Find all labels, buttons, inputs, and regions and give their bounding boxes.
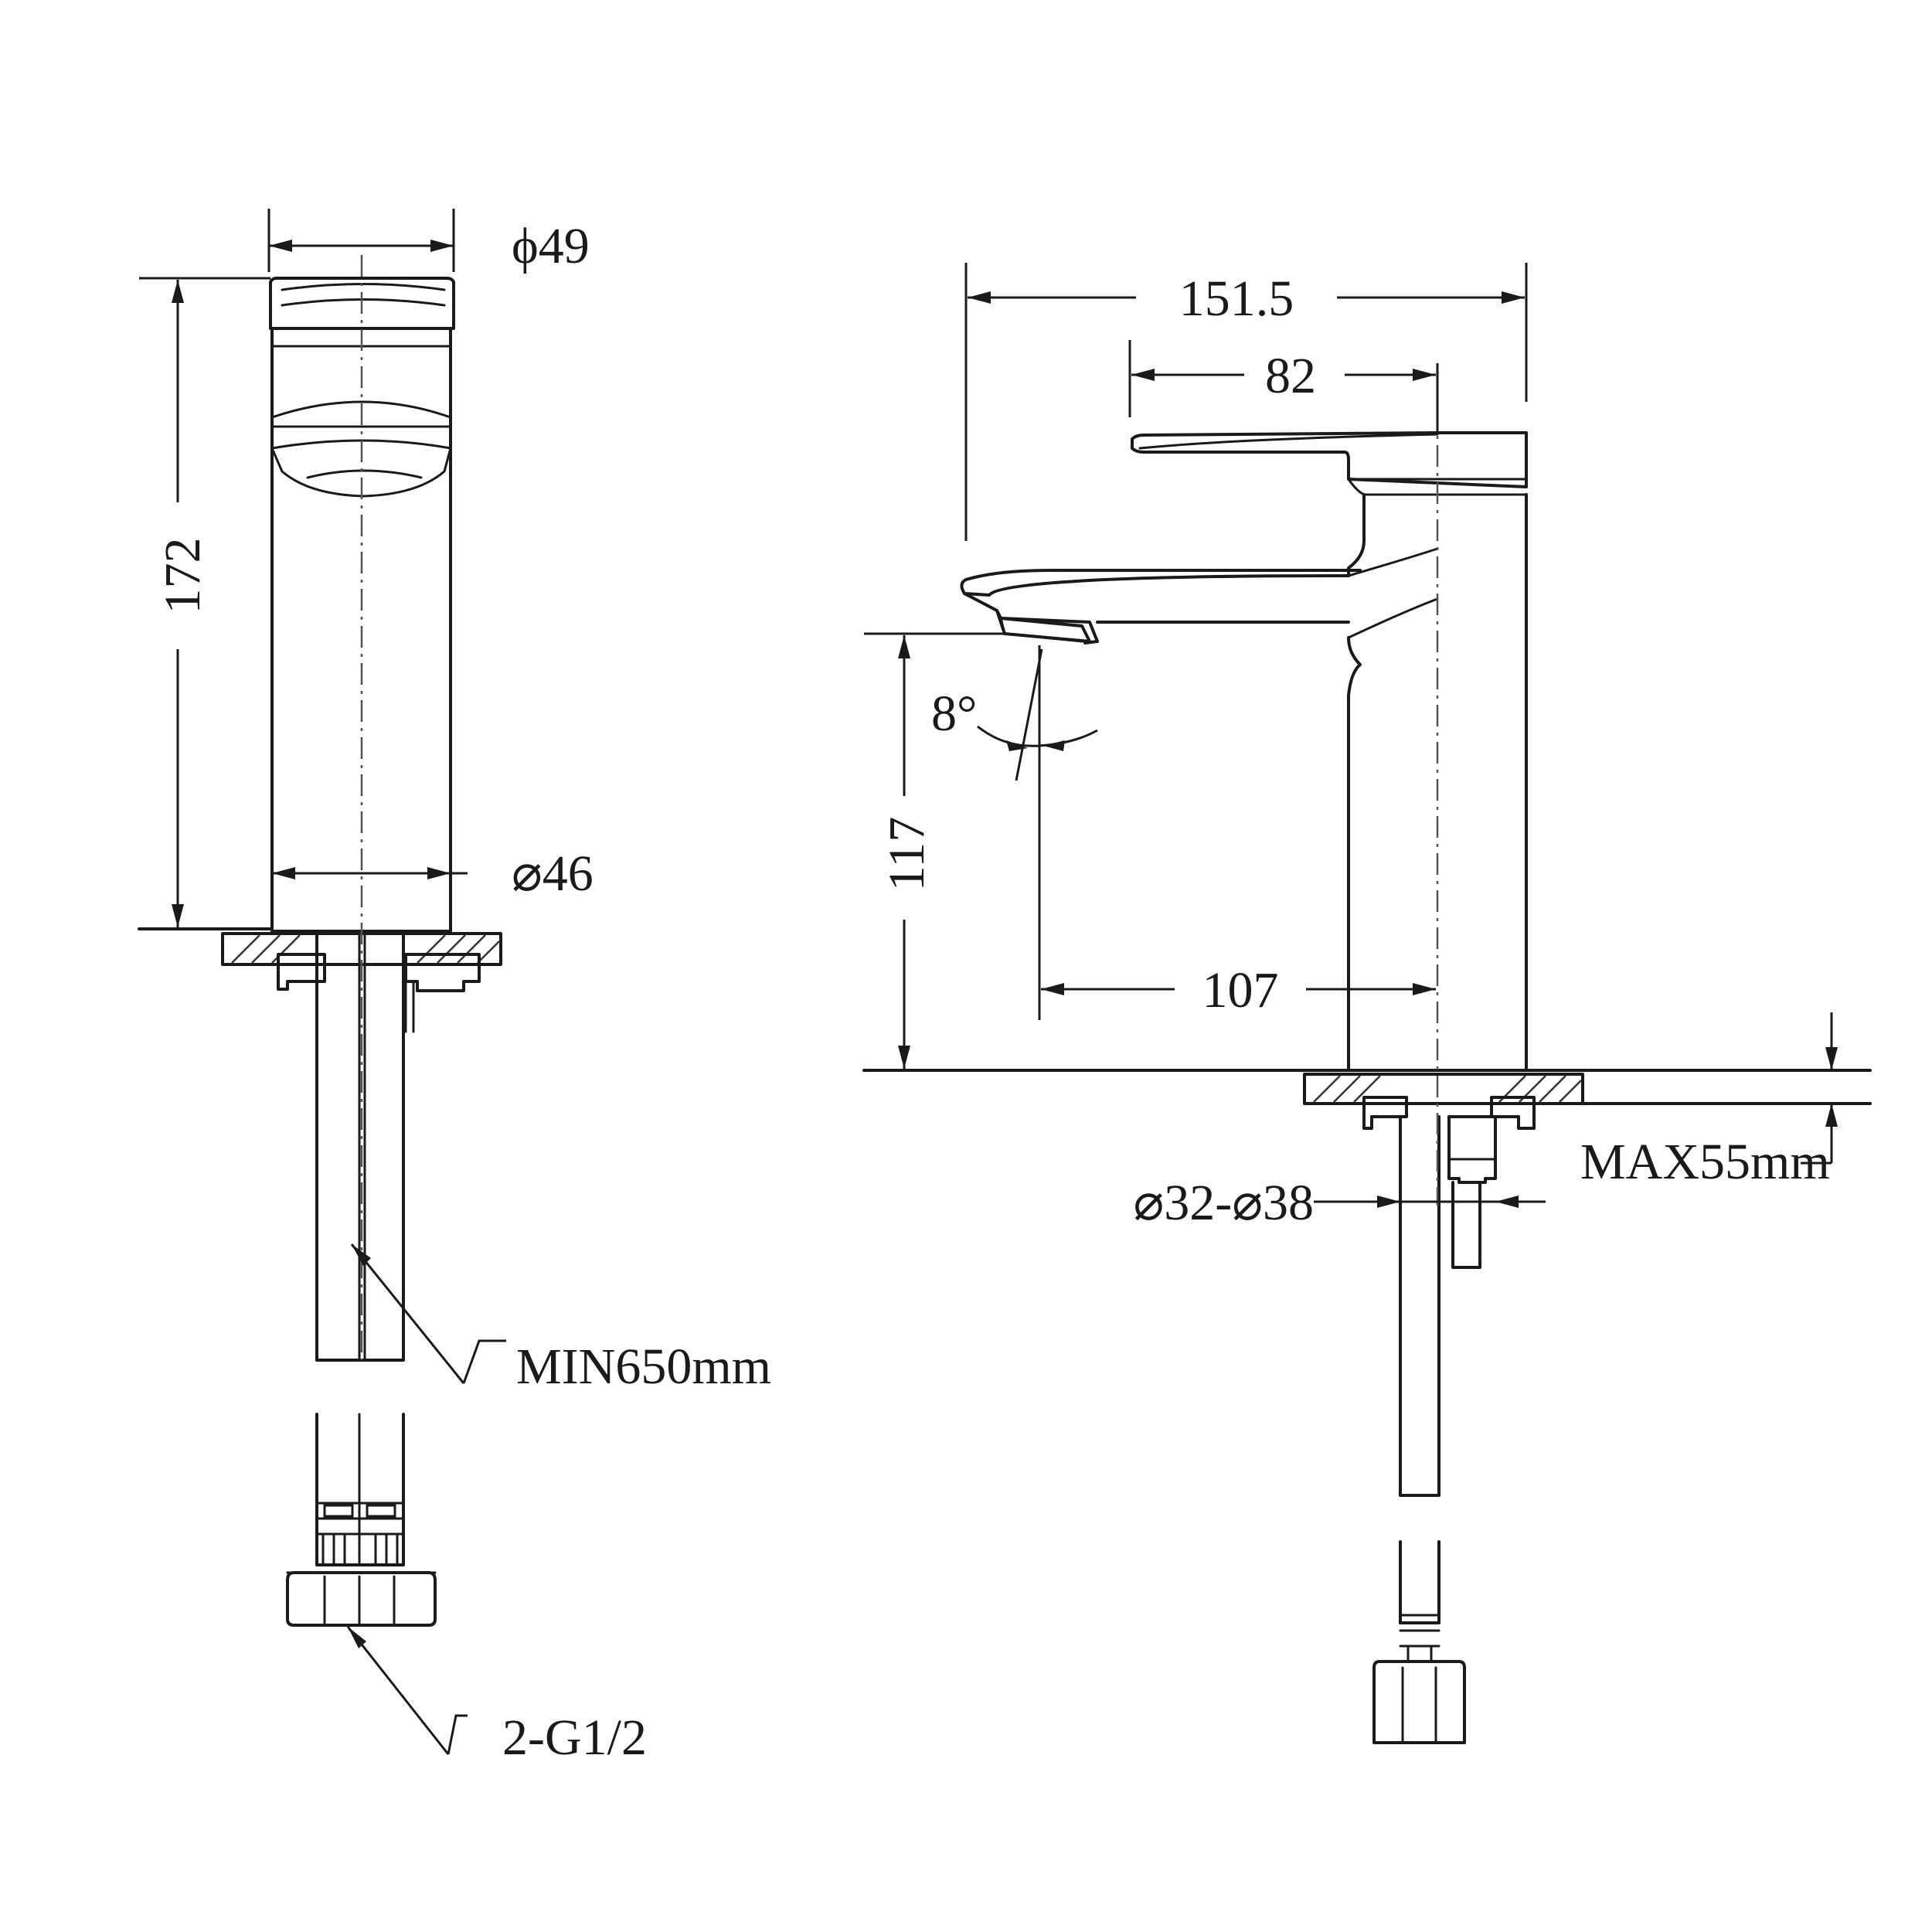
side-lever-handle — [1131, 431, 1528, 496]
dim-spout-angle: 8° — [931, 645, 1098, 1020]
dim-handle-diameter: ϕ49 — [267, 209, 590, 274]
label-max-thickness: MAX55mm — [1580, 1134, 1830, 1190]
front-view: ϕ49 172 ⌀46 MIN650mm — [138, 209, 771, 1766]
label-connection: 2-G1/2 — [502, 1709, 647, 1766]
dim-reach: 107 — [1041, 962, 1436, 1019]
dim-overall-length: 151.5 — [964, 263, 1528, 541]
dim-spout-height: 117 — [864, 632, 1005, 1069]
side-faucet-body — [1347, 493, 1528, 1072]
label-handle-diameter: ϕ49 — [512, 218, 590, 274]
label-overall-length: 151.5 — [1179, 270, 1294, 327]
front-handle-cap — [269, 277, 455, 330]
side-countertop — [862, 1069, 1872, 1105]
side-view: 151.5 82 8° 117 — [862, 263, 1872, 1744]
label-hose-length: MIN650mm — [516, 1338, 771, 1395]
label-spout-height: 117 — [879, 817, 935, 892]
label-handle-length: 82 — [1265, 348, 1316, 404]
dim-handle-length: 82 — [1128, 340, 1439, 433]
label-height: 172 — [155, 538, 211, 614]
dim-body-diameter: ⌀46 — [272, 845, 594, 902]
dim-hole-diameter: ⌀32-⌀38 — [1134, 1175, 1546, 1231]
leader-connection: 2-G1/2 — [346, 1626, 647, 1766]
side-spout — [960, 569, 1362, 645]
dim-height: 172 — [139, 277, 270, 927]
label-body-diameter: ⌀46 — [512, 845, 594, 902]
label-spout-angle: 8° — [931, 685, 977, 742]
side-hose — [1372, 1115, 1466, 1744]
dim-max-thickness: MAX55mm — [1580, 1012, 1838, 1190]
label-hole-diameter: ⌀32-⌀38 — [1134, 1175, 1314, 1231]
leader-hose-length: MIN650mm — [350, 1243, 771, 1395]
side-mounting-fixture — [1362, 1096, 1536, 1269]
front-hose-connectors — [286, 1413, 437, 1627]
front-mounting-fixture — [277, 953, 481, 1033]
front-hoses — [315, 934, 405, 1362]
label-reach: 107 — [1202, 962, 1279, 1019]
front-countertop — [138, 927, 502, 966]
